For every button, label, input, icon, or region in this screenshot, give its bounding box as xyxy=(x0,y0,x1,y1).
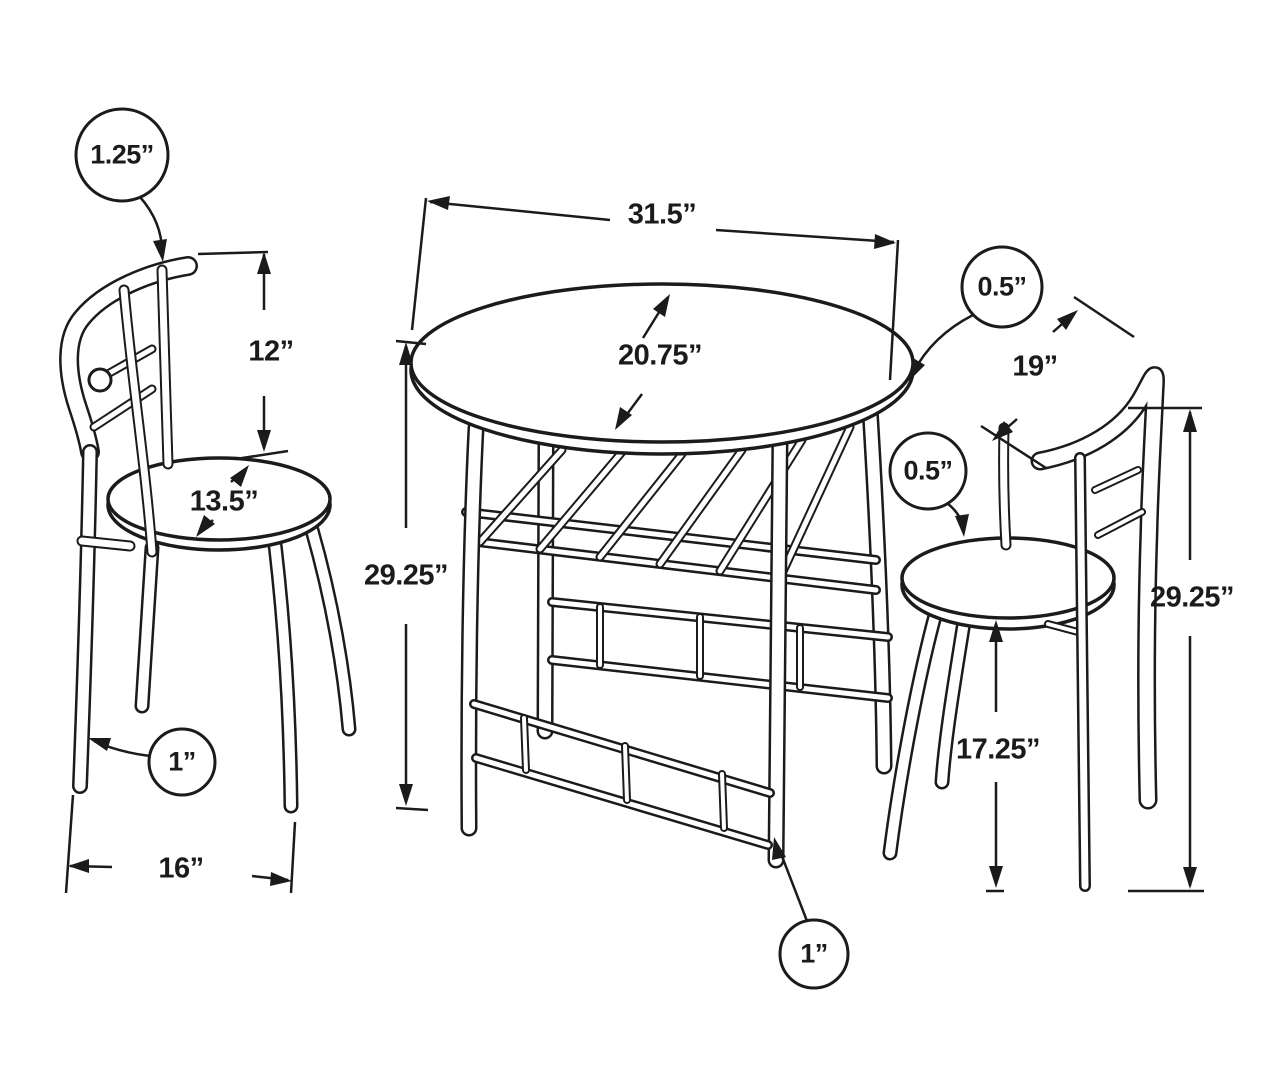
dimension-annotations xyxy=(64,107,1204,990)
callout-table-leg-diameter xyxy=(772,837,850,990)
callout-circle xyxy=(147,727,217,797)
label-seat-diameter: 13.5” xyxy=(189,485,259,518)
callout-circle xyxy=(888,431,968,511)
dim-chair-height xyxy=(1128,406,1204,893)
chair-ball-joint xyxy=(87,367,113,393)
label-chair-height: 29.25” xyxy=(1149,581,1235,614)
label-chair-leg-diameter: 1” xyxy=(168,746,196,777)
label-chair-base-width: 16” xyxy=(158,852,204,885)
label-table-depth: 20.75” xyxy=(617,339,703,372)
dim-chair-base-width xyxy=(64,794,297,894)
callout-table-top-thickness xyxy=(909,245,1044,381)
callout-circle xyxy=(960,245,1044,329)
label-backrest-height: 12” xyxy=(248,335,294,368)
callout-chair-tube-diameter xyxy=(74,107,170,262)
dim-table-depth xyxy=(615,294,670,430)
dim-backrest-height xyxy=(197,250,289,461)
dim-table-height xyxy=(395,339,429,812)
callout-chair-leg-diameter xyxy=(88,727,217,797)
label-table-top-thickness: 0.5” xyxy=(977,271,1027,302)
left-chair-drawing xyxy=(59,256,357,814)
callout-circle xyxy=(74,107,170,203)
chair-seat xyxy=(106,456,332,542)
dim-backrest-width xyxy=(980,295,1135,470)
label-chair-tube-diameter: 1.25” xyxy=(90,139,154,170)
label-seat-thickness: 0.5” xyxy=(903,455,953,486)
dim-table-width xyxy=(410,196,900,381)
label-table-height: 29.25” xyxy=(363,559,449,592)
dim-seat-height xyxy=(986,620,1004,893)
callout-seat-thickness xyxy=(888,431,969,537)
label-table-leg-diameter: 1” xyxy=(800,938,828,969)
label-backrest-width: 19” xyxy=(1012,350,1058,383)
dim-seat-diameter xyxy=(196,465,249,537)
label-seat-height: 17.25” xyxy=(955,733,1041,766)
table-drawing xyxy=(409,282,915,869)
callout-circle xyxy=(778,918,850,990)
label-table-width: 31.5” xyxy=(627,198,697,231)
